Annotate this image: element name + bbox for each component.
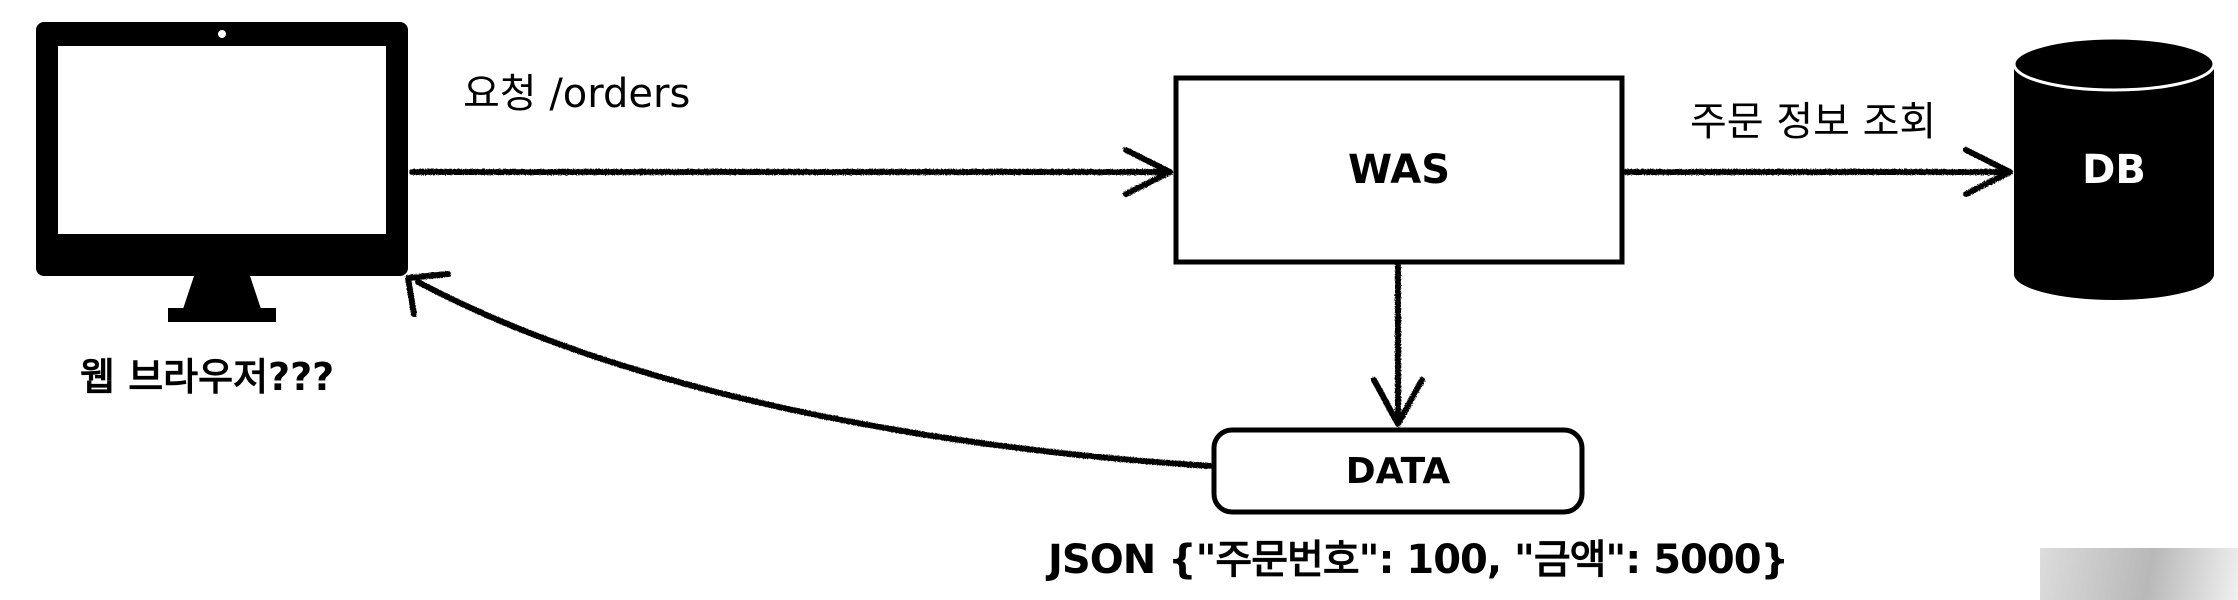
db-cylinder — [2012, 36, 2216, 300]
db-label: DB — [2082, 147, 2146, 193]
json-example: JSON {"주문번호": 100, "금액": 5000} — [1048, 537, 1789, 583]
request-label: 요청 /orders — [463, 71, 691, 117]
data-box — [1211, 427, 1585, 515]
browser-label: 웹 브라우저??? — [80, 355, 335, 399]
request-arrow — [409, 147, 1173, 197]
was-box — [1173, 75, 1625, 265]
query-arrow — [1623, 147, 2013, 197]
corner-shade — [2040, 548, 2238, 600]
query-label: 주문 정보 조회 — [1690, 99, 1937, 145]
monitor-icon — [36, 22, 408, 322]
was-label: WAS — [1347, 147, 1451, 193]
was-to-data-arrow — [1371, 263, 1425, 427]
data-label: DATA — [1345, 450, 1451, 492]
response-arrow — [405, 271, 1213, 469]
